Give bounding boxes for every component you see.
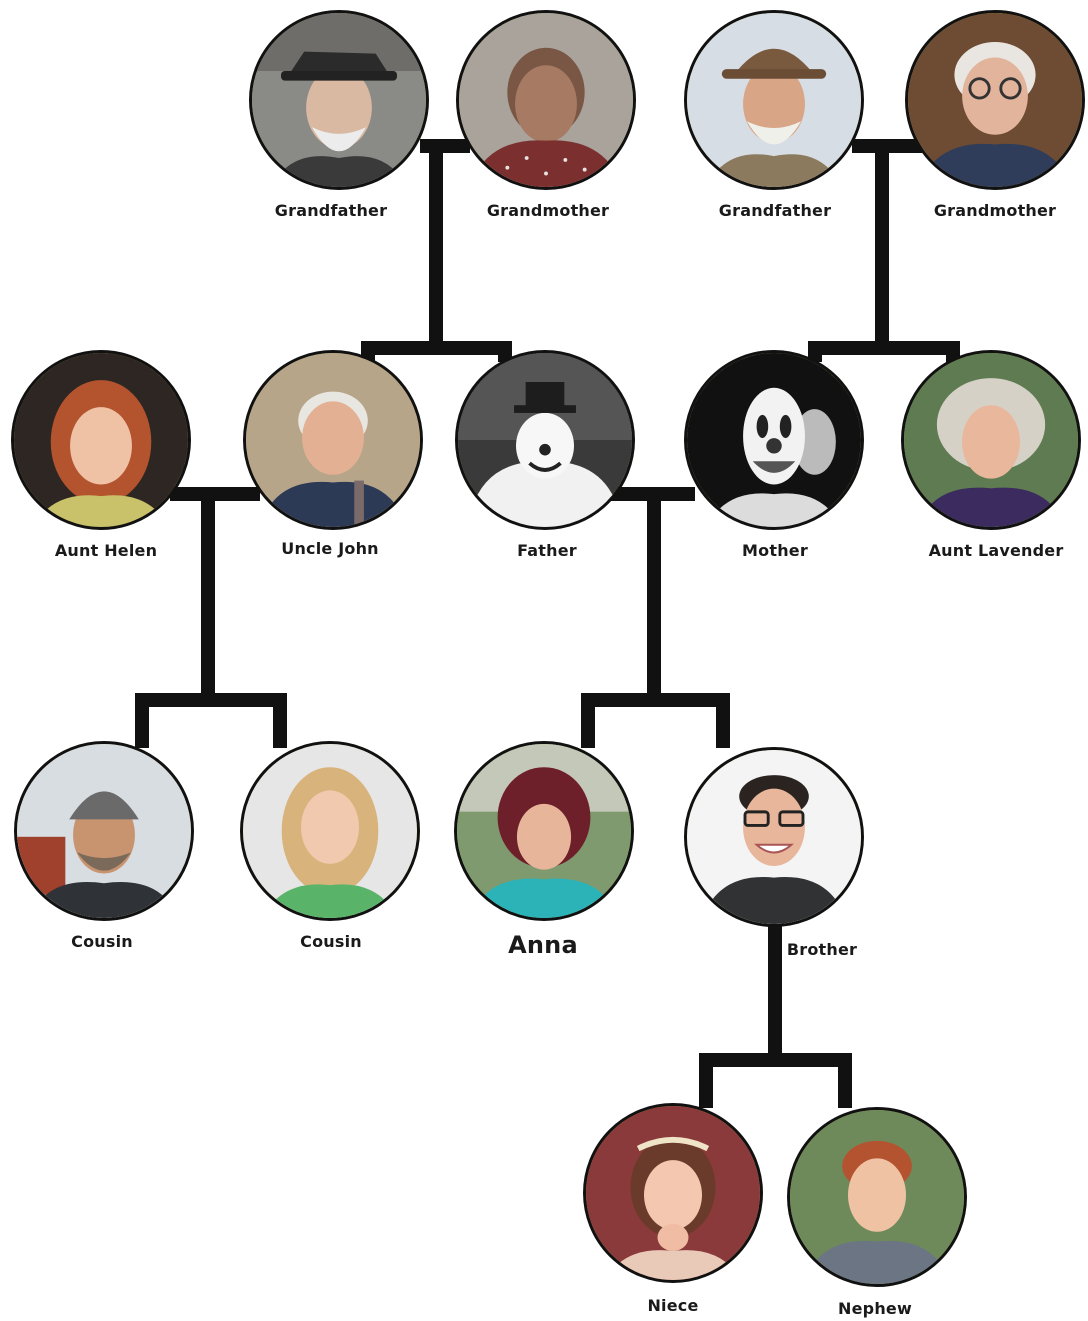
person-maternal-grandmother[interactable] [905, 10, 1085, 190]
person-label: Father [517, 541, 577, 560]
man-glasses-portrait [684, 747, 864, 927]
person-aunt-helen[interactable] [11, 350, 191, 530]
person-label: Grandfather [274, 201, 388, 220]
person-maternal-grandfather[interactable] [684, 10, 864, 190]
person-label: Aunt Helen [54, 541, 158, 560]
person-label: Cousin [71, 932, 133, 951]
clown-portrait [455, 350, 635, 530]
person-label: Grandmother [933, 201, 1057, 220]
person-label: Uncle John [281, 539, 379, 558]
person-label: Grandmother [486, 201, 610, 220]
woman-curly-hair-portrait [454, 741, 634, 921]
person-father[interactable] [455, 350, 635, 530]
person-cousin-1[interactable] [14, 741, 194, 921]
person-cousin-2[interactable] [240, 741, 420, 921]
man-portrait [243, 350, 423, 530]
woman-portrait [11, 350, 191, 530]
person-mother[interactable] [684, 350, 864, 530]
person-label: Aunt Lavender [928, 541, 1064, 560]
elderly-man-hat-portrait [684, 10, 864, 190]
woman-portrait [901, 350, 1081, 530]
sibling-bar-anna-brother [581, 693, 730, 748]
person-aunt-lavender[interactable] [901, 350, 1081, 530]
person-brother[interactable] [684, 747, 864, 927]
person-label: Niece [647, 1296, 699, 1315]
person-label-main: Anna [508, 931, 578, 959]
person-nephew[interactable] [787, 1107, 967, 1287]
person-label: Mother [742, 541, 808, 560]
elderly-man-portrait [249, 10, 429, 190]
clown-portrait [684, 350, 864, 530]
person-label: Cousin [300, 932, 362, 951]
sibling-bar-paternal [361, 341, 512, 362]
elderly-woman-glasses-portrait [905, 10, 1085, 190]
man-beanie-portrait [14, 741, 194, 921]
person-label: Grandfather [718, 201, 832, 220]
boy-portrait [787, 1107, 967, 1287]
person-niece[interactable] [583, 1103, 763, 1283]
person-paternal-grandmother[interactable] [456, 10, 636, 190]
sibling-bar-maternal [808, 341, 960, 362]
person-uncle-john[interactable] [243, 350, 423, 530]
sibling-bar-cousins [135, 693, 287, 748]
person-label: Nephew [838, 1299, 912, 1318]
person-label: Brother [786, 940, 858, 959]
person-anna[interactable] [454, 741, 634, 921]
sibling-bar-niece-nephew [699, 1053, 852, 1108]
person-paternal-grandfather[interactable] [249, 10, 429, 190]
woman-portrait [240, 741, 420, 921]
elderly-woman-portrait [456, 10, 636, 190]
girl-portrait [583, 1103, 763, 1283]
